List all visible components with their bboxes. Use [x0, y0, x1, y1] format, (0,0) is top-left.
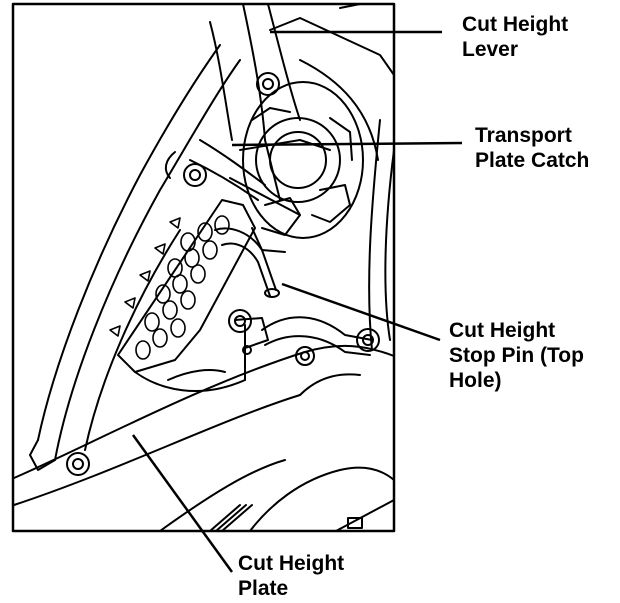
leader-line-plate: [131, 434, 234, 573]
mower-side-frame: [269, 3, 395, 351]
callout-line: Transport: [475, 124, 572, 147]
callout-transport-plate-catch: Transport Plate Catch: [475, 123, 589, 173]
leader-line-catch: [231, 141, 463, 147]
callout-cut-height-stop-pin: Cut Height Stop Pin (Top Hole): [449, 318, 584, 393]
callout-line: Lever: [462, 38, 519, 61]
side-support-plate: [29, 44, 241, 471]
stop-pin-shape: [214, 227, 280, 298]
callout-line: Stop Pin (Top: [449, 344, 584, 367]
callout-line: Hole): [449, 369, 502, 392]
callout-line: Plate Catch: [475, 149, 590, 172]
callout-line: Cut Height: [462, 13, 569, 36]
hex-nuts: [66, 72, 380, 476]
cut-height-plate-shape: [109, 199, 256, 392]
callout-cut-height-plate: Cut Height Plate: [238, 551, 344, 601]
callout-cut-height-lever: Cut Height Lever: [462, 12, 568, 62]
lower-bracket: [167, 316, 373, 381]
callout-line: Cut Height: [449, 319, 556, 342]
cut-height-lever-shape: [209, 3, 331, 201]
callout-line: Plate: [238, 577, 289, 600]
leader-line-pin: [281, 282, 441, 342]
mower-deck-floor: [13, 344, 395, 532]
callout-line: Cut Height: [238, 552, 345, 575]
